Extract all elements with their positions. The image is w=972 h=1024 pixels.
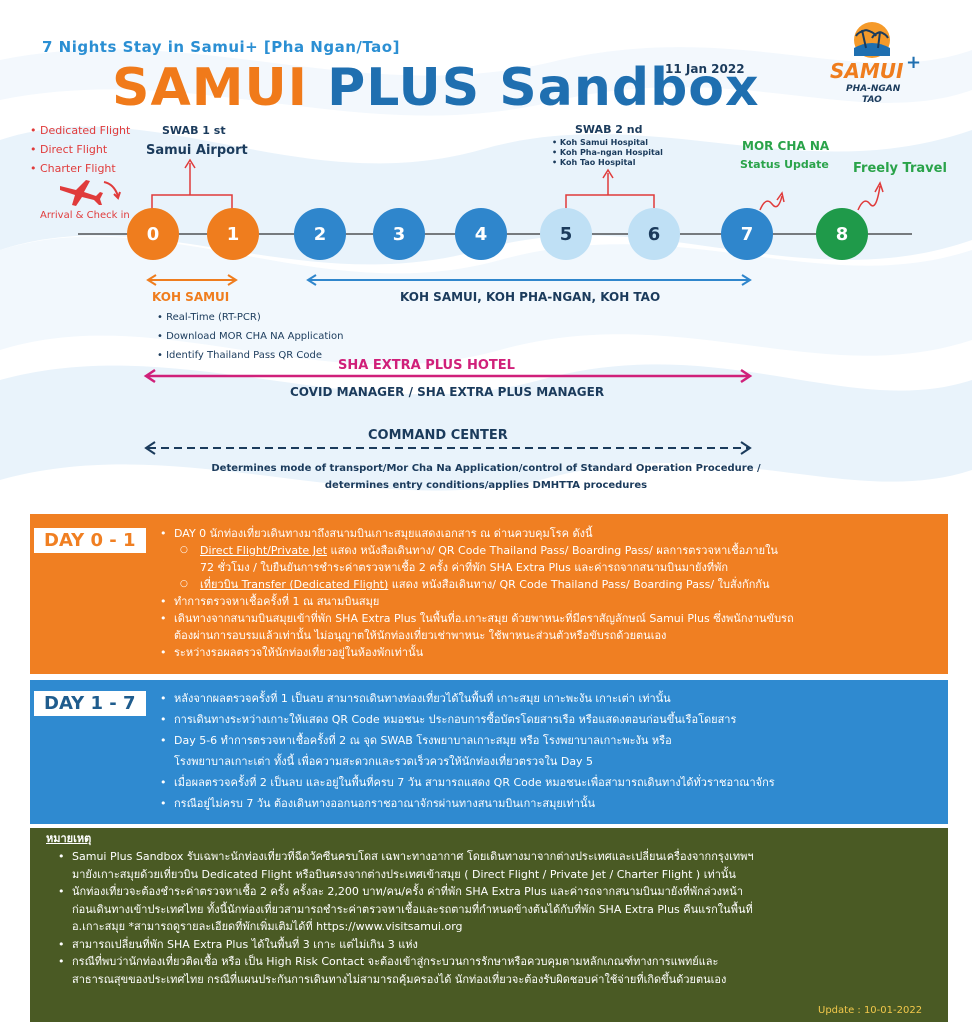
swab2-label: SWAB 2 nd xyxy=(575,123,643,136)
list-item: เมื่อผลตรวจครั้งที่ 2 เป็นลบ และอยู่ในพื… xyxy=(160,772,940,793)
notes-title: หมายเหตุ xyxy=(46,832,92,845)
koh-islands-label: KOH SAMUI, KOH PHA-NGAN, KOH TAO xyxy=(400,290,661,304)
day-0-marker: 0 xyxy=(127,208,179,260)
transfer-flight-link: เที่ยวบิน Transfer (Dedicated Flight) xyxy=(200,578,389,591)
update-date: Update : 10-01-2022 xyxy=(818,1005,923,1016)
notes-list: Samui Plus Sandbox รับเฉพาะนักท่องเที่ยว… xyxy=(58,848,938,988)
hospital-item: Koh Samui Hospital xyxy=(552,138,663,148)
day-1-7-label: DAY 1 - 7 xyxy=(34,691,146,716)
subitem-text: แสดง หนังสือเดินทาง/ QR Code Thailand Pa… xyxy=(388,578,770,591)
koh-samui-label: KOH SAMUI xyxy=(152,290,230,304)
day-8-marker: 8 xyxy=(816,208,868,260)
command-center-label: COMMAND CENTER xyxy=(368,428,508,443)
day-5-marker: 5 xyxy=(540,208,592,260)
task-item: Real-Time (RT-PCR) xyxy=(157,308,344,327)
day-0-1-list: DAY 0 นักท่องเที่ยวเดินทางมาถึงสนามบินเก… xyxy=(160,525,940,661)
hospital-item: Koh Tao Hospital xyxy=(552,158,663,168)
svg-text:+: + xyxy=(906,52,921,73)
list-item: DAY 0 นักท่องเที่ยวเดินทางมาถึงสนามบินเก… xyxy=(160,525,940,542)
flight-type-list: Dedicated Flight Direct Flight Charter F… xyxy=(30,121,130,178)
day-1-7-list: หลังจากผลตรวจครั้งที่ 1 เป็นลบ สามารถเดิ… xyxy=(160,688,940,814)
day-2-marker: 2 xyxy=(294,208,346,260)
command-desc-line: determines entry conditions/applies DMHT… xyxy=(324,480,648,491)
note-item: นักท่องเที่ยวจะต้องชำระค่าตรวจหาเชื้อ 2 … xyxy=(58,883,938,901)
day-7-marker: 7 xyxy=(721,208,773,260)
koh-samui-task-list: Real-Time (RT-PCR) Download MOR CHA NA A… xyxy=(157,308,344,365)
list-item: ระหว่างรอผลตรวจให้นักท่องเที่ยวอยู่ในห้อ… xyxy=(160,644,940,661)
title-samui: SAMUI xyxy=(112,58,309,118)
day-0-1-label: DAY 0 - 1 xyxy=(34,528,146,553)
svg-text:PHA-NGAN: PHA-NGAN xyxy=(846,84,901,94)
note-item: กรณีที่พบว่านักท่องเที่ยวติดเชื้อ หรือ เ… xyxy=(58,953,938,971)
list-subitem: Direct Flight/Private Jet แสดง หนังสือเด… xyxy=(160,542,940,559)
list-item-continued: โรงพยาบาลเกาะเต่า ทั้งนี้ เพื่อความสะดวก… xyxy=(174,755,594,768)
task-item: Download MOR CHA NA Application xyxy=(157,327,343,346)
subitem-text: แสดง หนังสือเดินทาง/ QR Code Thailand Pa… xyxy=(327,544,778,557)
svg-text:TAO: TAO xyxy=(862,95,882,105)
list-item: เดินทางจากสนามบินสมุยเข้าที่พัก SHA Extr… xyxy=(160,610,940,627)
arrival-label: Arrival & Check in xyxy=(40,210,130,221)
date-label: 11 Jan 2022 xyxy=(665,62,745,76)
note-item: Samui Plus Sandbox รับเฉพาะนักท่องเที่ยว… xyxy=(58,848,938,866)
flight-type-item: Direct Flight xyxy=(30,140,130,159)
covid-manager-label: COVID MANAGER / SHA EXTRA PLUS MANAGER xyxy=(290,385,605,399)
list-item: การเดินทางระหว่างเกาะให้แสดง QR Code หมอ… xyxy=(160,709,940,730)
timeline-connectors xyxy=(78,158,912,455)
list-item-continued: ต้องผ่านการอบรมแล้วเท่านั้น ไม่อนุญาตให้… xyxy=(174,629,667,642)
day-1-marker: 1 xyxy=(207,208,259,260)
note-item: สามารถเปลี่ยนที่พัก SHA Extra Plus ได้ใน… xyxy=(58,936,938,954)
command-center-description: Determines mode of transport/Mor Cha Na … xyxy=(120,460,852,494)
list-item: หลังจากผลตรวจครั้งที่ 1 เป็นลบ สามารถเดิ… xyxy=(160,688,940,709)
title-plus-sandbox: PLUS Sandbox xyxy=(327,58,760,118)
subitem-continued: 72 ชั่วโมง / ใบยืนยันการชำระค่าตรวจหาเชื… xyxy=(200,561,729,574)
swab2-hospital-list: Koh Samui Hospital Koh Pha-ngan Hospital… xyxy=(552,138,663,168)
swab1-location: Samui Airport xyxy=(146,143,248,158)
hospital-item: Koh Pha-ngan Hospital xyxy=(552,148,663,158)
freely-travel-label: Freely Travel xyxy=(853,161,947,176)
direct-flight-link: Direct Flight/Private Jet xyxy=(200,544,328,557)
day-3-marker: 3 xyxy=(373,208,425,260)
page-title: SAMUI PLUS Sandbox xyxy=(112,58,760,118)
command-desc-line: Determines mode of transport/Mor Cha Na … xyxy=(211,463,761,474)
day-4-marker: 4 xyxy=(455,208,507,260)
note-item-continued: มายังเกาะสมุยด้วยเที่ยวบิน Dedicated Fli… xyxy=(72,867,736,881)
mor-cha-na-label: MOR CHA NA xyxy=(742,139,830,153)
svg-text:SAMUI: SAMUI xyxy=(830,59,904,83)
status-update-label: Status Update xyxy=(740,158,829,171)
note-item-continued: อ.เกาะสมุย *สามารถดูรายละเอียดที่พักเพิ่… xyxy=(72,920,463,933)
list-subitem: เที่ยวบิน Transfer (Dedicated Flight) แส… xyxy=(160,576,940,593)
flight-type-item: Dedicated Flight xyxy=(30,121,130,140)
list-item: Day 5-6 ทำการตรวจหาเชื้อครั้งที่ 2 ณ จุด… xyxy=(160,730,940,751)
list-item: ทำการตรวจหาเชื้อครั้งที่ 1 ณ สนามบินสมุย xyxy=(160,593,940,610)
sha-hotel-label: SHA EXTRA PLUS HOTEL xyxy=(338,358,515,373)
note-item-continued: สาธารณสุขของประเทศไทย กรณีที่แผนประกันกา… xyxy=(72,972,727,986)
flight-type-item: Charter Flight xyxy=(30,159,130,178)
list-item: กรณีอยู่ไม่ครบ 7 วัน ต้องเดินทางออกนอกรา… xyxy=(160,793,940,814)
note-item-continued: ก่อนเดินทางเข้าประเทศไทย ทั้งนี้นักท่องเ… xyxy=(72,902,753,916)
task-item: Identify Thailand Pass QR Code xyxy=(157,346,344,365)
swab1-label: SWAB 1 st xyxy=(162,124,226,137)
day-6-marker: 6 xyxy=(628,208,680,260)
subtitle: 7 Nights Stay in Samui+ [Pha Ngan/Tao] xyxy=(42,38,400,56)
airplane-icon xyxy=(60,180,121,206)
samui-plus-logo: SAMUI + PHA-NGAN TAO xyxy=(830,22,921,105)
